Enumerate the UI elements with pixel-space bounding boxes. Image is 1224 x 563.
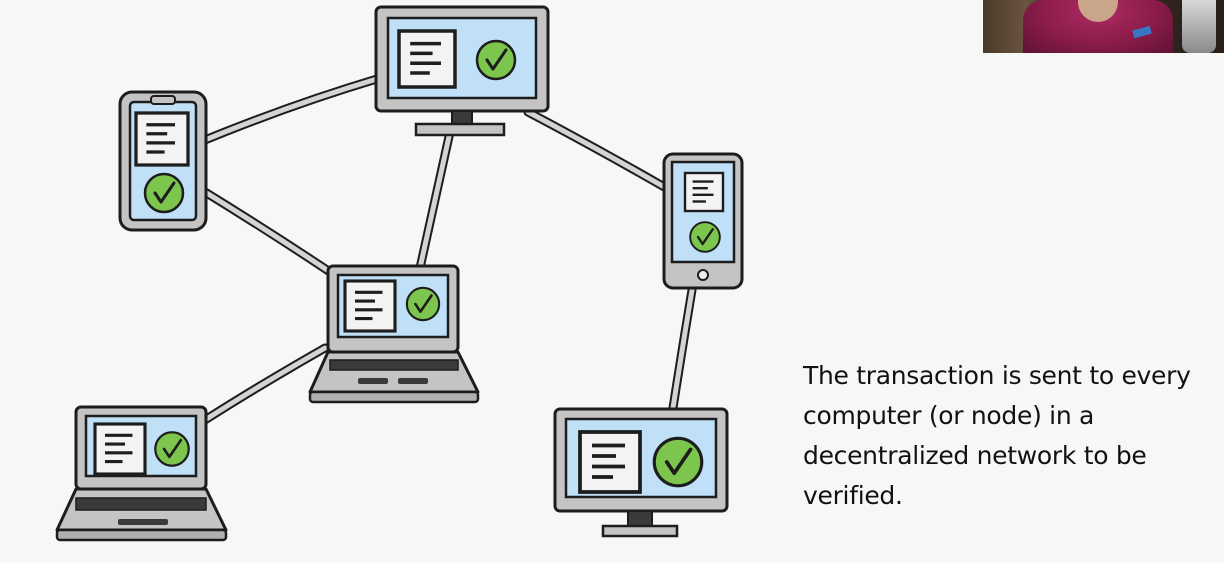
connection-phone-left-to-laptop-center	[200, 187, 335, 277]
checkmark-icon	[405, 286, 441, 322]
presenter-webcam-thumbnail	[983, 0, 1224, 53]
network-diagram	[55, 5, 744, 542]
document-icon	[93, 422, 147, 476]
checkmark-icon	[153, 430, 191, 468]
connection-laptop-center-to-laptop-left	[200, 343, 330, 425]
laptop-bottom-left	[55, 405, 228, 542]
document-icon	[397, 29, 457, 89]
presenter-neck	[1078, 0, 1118, 22]
connections	[200, 73, 697, 425]
connection-monitor-top-to-phone-right	[523, 107, 671, 193]
monitor-top	[374, 5, 550, 137]
laptop-center	[308, 264, 480, 404]
slide-caption: The transaction is sent to every compute…	[803, 361, 1191, 510]
document-icon	[578, 430, 642, 494]
document-icon	[134, 111, 190, 167]
checkmark-icon	[652, 436, 704, 488]
checkmark-icon	[689, 221, 721, 253]
document-icon	[343, 279, 397, 333]
phone-left	[118, 90, 208, 232]
connection-monitor-top-to-laptop-center	[415, 127, 455, 273]
phone-right	[662, 152, 744, 290]
connection-phone-right-to-monitor-bottom	[668, 285, 697, 413]
microphone-icon	[1182, 0, 1216, 53]
connection-phone-left-to-monitor-top	[200, 73, 385, 145]
checkmark-icon	[475, 39, 517, 81]
document-icon	[683, 171, 725, 213]
checkmark-icon	[143, 172, 185, 214]
monitor-bottom-right	[553, 407, 729, 538]
